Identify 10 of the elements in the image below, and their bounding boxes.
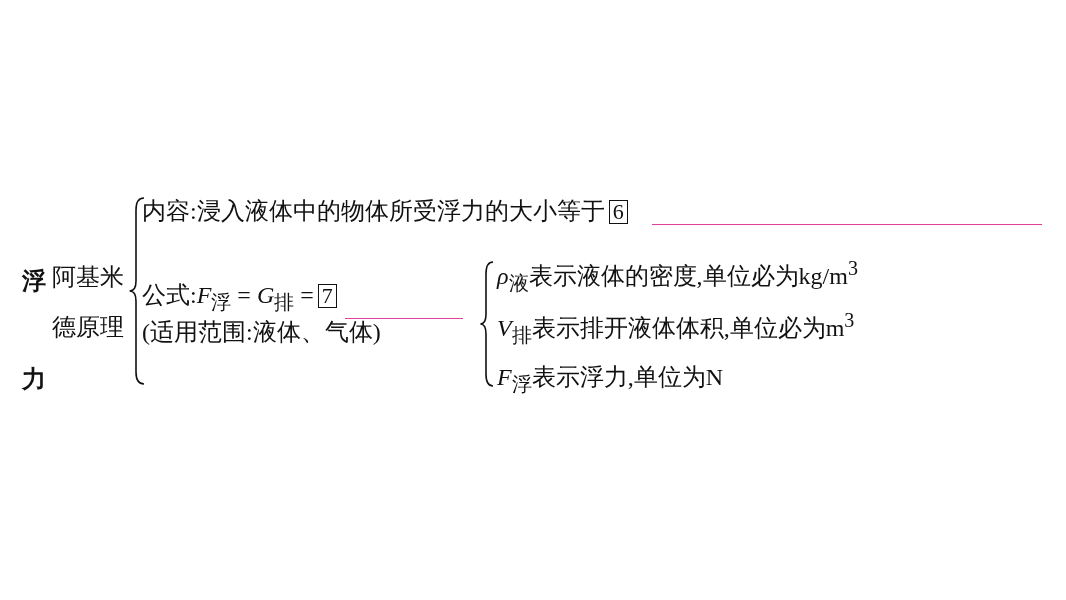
note-text: (适用范围:液体、气体) <box>142 317 381 347</box>
blank-number: 7 <box>317 284 337 308</box>
subtopic-label: 阿基米德原理 <box>52 252 128 352</box>
blank-number: 6 <box>608 200 628 224</box>
definition-text: ρ$_{液}$表示液体的密度,单位必为kg/m$^{3}$ <box>497 253 858 298</box>
definition-text: F$_{浮}$表示浮力,单位为N <box>497 362 723 399</box>
item-text: 公式:F$_{浮}$ = G$_{排}$ = <box>142 281 314 315</box>
definition-text: V$_{排}$表示排开液体体积,单位必为m$^{3}$ <box>497 305 855 350</box>
item-text: 内容:浸入液体中的物体所受浮力的大小等于 <box>142 197 605 226</box>
topic-label: 浮力 <box>22 232 48 428</box>
